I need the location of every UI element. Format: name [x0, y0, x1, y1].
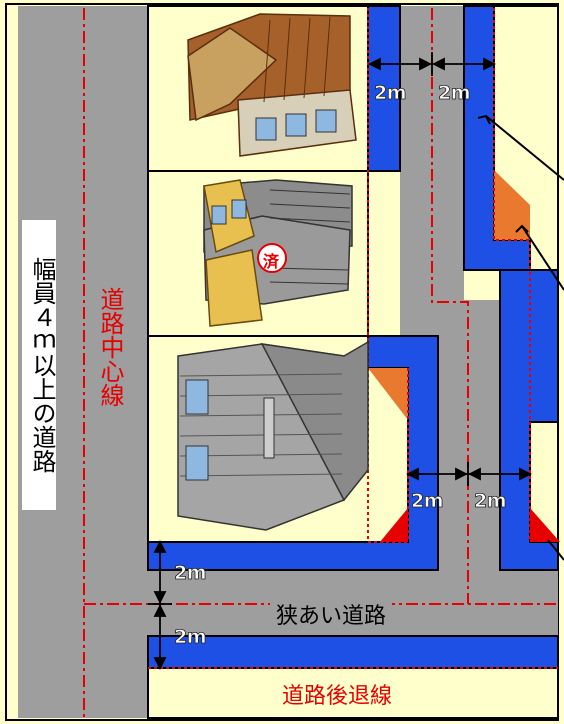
road-center-line-label: 道路中心線 — [90, 287, 124, 407]
narrow-road-label: 狭あい道路 — [270, 598, 393, 630]
dim-mid-right-label: 2m — [474, 490, 507, 513]
house-top — [187, 13, 357, 157]
setback-line-right — [493, 8, 531, 542]
corner-cut-upper-right — [494, 170, 530, 240]
corner-red-right — [530, 508, 560, 542]
house-bottom — [177, 340, 369, 531]
lot-south — [147, 667, 559, 719]
pointer-lines — [477, 114, 564, 561]
setback-line-label: 道路後退線 — [282, 684, 393, 709]
setback-strip-south — [147, 635, 559, 669]
dim-mid-left-label: 2m — [411, 490, 444, 513]
corner-cut-bottom-left — [368, 368, 408, 420]
setback-line-left — [367, 8, 408, 543]
center-line-narrow-vertical — [431, 8, 469, 604]
house-middle — [203, 179, 353, 327]
dimension-arrows — [148, 52, 533, 671]
dim-top-right-label: 2m — [438, 82, 471, 105]
dim-top-left-label: 2m — [374, 82, 407, 105]
dim-vert-top-label: 2m — [174, 562, 207, 585]
wide-road-label: 幅員４ｍ以上の道路 — [22, 220, 56, 510]
stamp-mark: 済 — [263, 252, 280, 271]
corner-red-left — [380, 508, 408, 542]
completion-stamp — [257, 243, 287, 273]
dim-vert-bottom-label: 2m — [174, 626, 207, 649]
